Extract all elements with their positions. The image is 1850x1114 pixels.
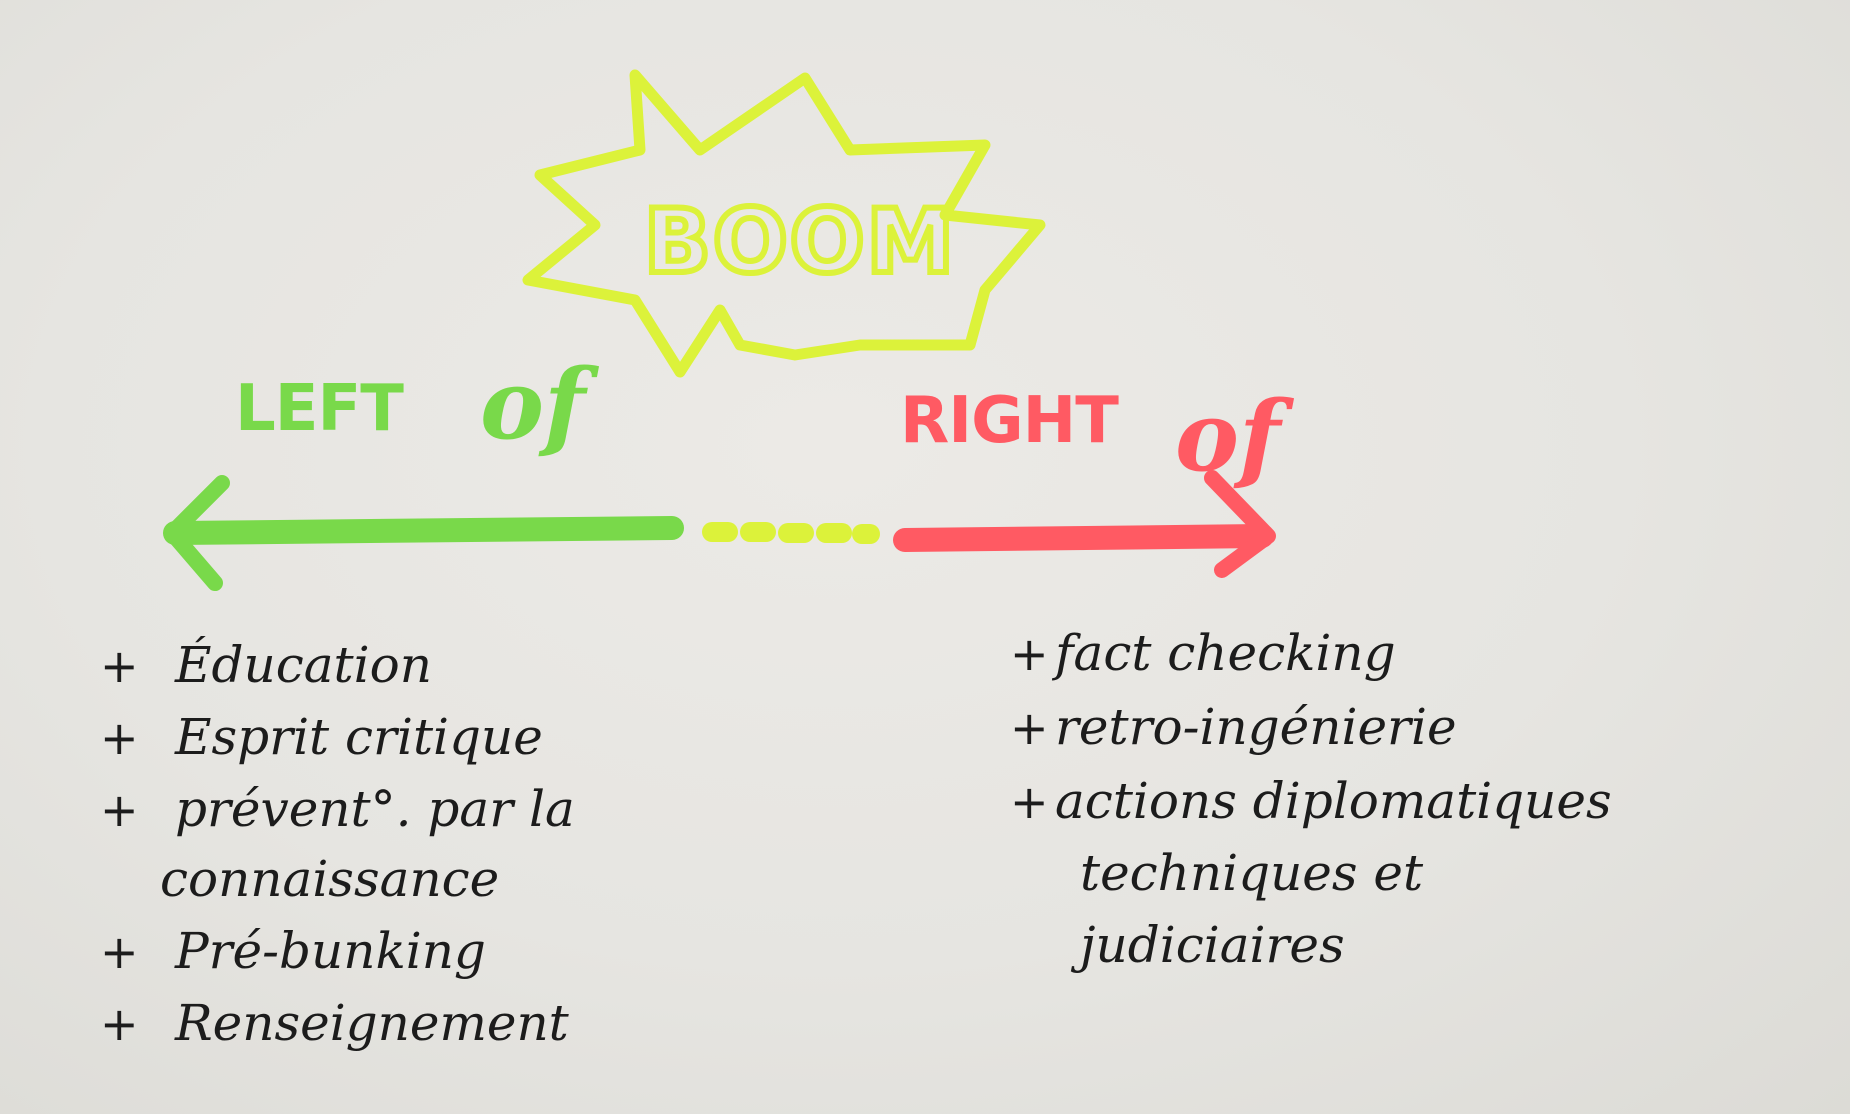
dotted-gap (702, 522, 880, 544)
left-item-bullet: + (100, 997, 139, 1051)
right-arrow-shaft (893, 524, 1274, 552)
right-arrow (893, 470, 1276, 578)
left-item-line: connaissance (160, 850, 499, 908)
left-item-line: Renseignement (174, 994, 570, 1052)
left-item-line: Pré-bunking (174, 922, 486, 980)
left-item-bullet: + (100, 783, 139, 837)
boom-burst-shape (522, 69, 1046, 378)
boom-burst: BOOM (522, 69, 1046, 378)
right-item-line: techniques et (1080, 844, 1424, 902)
left-title: LEFT (235, 372, 404, 446)
right-title: RIGHT (900, 384, 1119, 458)
right-item-bullet: + (1010, 775, 1049, 829)
boom-label: BOOM (644, 190, 956, 293)
left-item-line: prévent°. par la (175, 780, 575, 838)
right-of-word: of (1175, 380, 1295, 493)
right-item-bullet: + (1010, 627, 1049, 681)
right-item-bullet: + (1010, 701, 1049, 755)
right-arrow-head (1204, 470, 1276, 578)
right-list: +fact checking+retro-ingénierie+actions … (1010, 624, 1612, 974)
left-list: + Éducation + Esprit critique + prévent°. par… (100, 635, 575, 1052)
right-item-line: actions diplomatiques (1055, 772, 1612, 830)
right-of-heading: RIGHT of (900, 380, 1295, 493)
left-item-bullet: + (100, 639, 139, 693)
left-arrow-shaft (163, 516, 684, 545)
left-of-word: of (480, 348, 600, 461)
right-item-line: judiciaires (1070, 916, 1345, 974)
right-item-line: retro-ingénierie (1055, 698, 1457, 756)
left-item-line: Éducation (174, 635, 432, 694)
left-item-line: Esprit critique (174, 708, 543, 766)
left-of-heading: LEFT of (235, 348, 600, 461)
left-item-bullet: + (100, 925, 139, 979)
right-item-line: fact checking (1051, 624, 1396, 682)
left-arrow-head (164, 475, 230, 591)
left-arrow (163, 475, 684, 591)
left-item-bullet: + (100, 711, 139, 765)
